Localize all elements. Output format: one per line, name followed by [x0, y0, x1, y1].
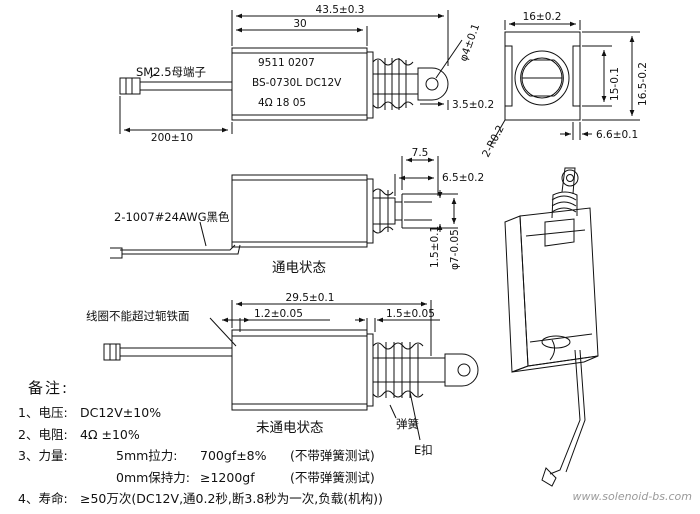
isometric-view [504, 167, 599, 487]
deenergized-view [103, 300, 479, 441]
dim-body-length: 30 [293, 18, 306, 30]
note-pull-name: 5mm拉力: [116, 448, 178, 463]
dim-gap-left: 1.2±0.05 [254, 308, 303, 320]
label-wire: 2-1007#24AWG黑色 [114, 210, 230, 224]
dim-slot: 6.6±0.1 [596, 129, 638, 141]
dim-overall-length: 43.5±0.3 [316, 4, 365, 16]
dim-stroke-top: 7.5 [412, 147, 429, 159]
label-connector: SM2.5母端子 [136, 65, 206, 79]
label-coil-note: 线圈不能超过轭铁面 [86, 309, 190, 323]
spec-notes: 备注: 1、电压: DC12V±10% 2、电阻: 4Ω ±10% 3、力量: 5mm… [18, 378, 538, 510]
dim-height1: 15-0.1 [609, 67, 621, 101]
end-view [489, 20, 640, 147]
label-state-on: 通电状态 [272, 260, 326, 276]
note-resistance-value: 4Ω ±10% [80, 426, 140, 442]
note-life-value: ≥50万次(DC12V,通0.2秒,断3.8秒为一次,负载(机构)) [80, 491, 383, 506]
note-life-label: 4、寿命: [18, 491, 68, 506]
coil-marking: 9511 0207 BS-0730L DC12V 4Ω 18 05 [252, 57, 342, 109]
watermark: www.solenoid-bs.com [572, 490, 692, 503]
top-view [119, 10, 463, 134]
dim-height2: 16.5-0.2 [637, 62, 649, 106]
dim-width: 16±0.2 [523, 11, 562, 23]
dim-plunger-ext: 3.5±0.2 [452, 99, 494, 111]
dim-plunger-hole: φ4±0.1 [458, 22, 483, 63]
note-pull-value: 700gf±8% [200, 448, 267, 463]
dim-plunger-dia: φ7-0.05 [449, 229, 461, 270]
marking-line2: BS-0730L DC12V [252, 77, 342, 89]
note-pull-note: (不带弹簧测试) [290, 448, 375, 463]
marking-line3: 4Ω 18 05 [258, 97, 306, 109]
marking-line1: 9511 0207 [258, 57, 315, 69]
dim-corner-radius: 2-R0.2 [480, 123, 507, 159]
dim-stroke-2: 6.5±0.2 [442, 172, 484, 184]
dim-lead-length: 200±10 [151, 132, 193, 144]
note-resistance-label: 2、电阻: [18, 426, 68, 442]
note-hold-value: ≥1200gf [200, 469, 255, 485]
dimension-labels: 43.5±0.3 30 φ4±0.1 3.5±0.2 16±0.2 15-0.1… [151, 4, 649, 320]
note-force-label: 3、力量: [18, 448, 68, 463]
label-eclip: E扣 [414, 443, 433, 457]
dim-len-29: 29.5±0.1 [286, 292, 335, 304]
dim-1-5: 1.5±0.1 [429, 226, 441, 268]
note-voltage-value: DC12V±10% [80, 405, 162, 420]
energized-view [110, 156, 458, 259]
part-labels: SM2.5母端子 2-1007#24AWG黑色 通电状态 线圈不能超过轭铁面 未… [86, 65, 433, 457]
note-hold-note: (不带弹簧测试) [290, 469, 375, 485]
label-state-off: 未通电状态 [256, 420, 324, 436]
label-spring: 弹簧 [396, 417, 419, 431]
note-hold-name: 0mm保持力: [116, 469, 191, 485]
notes-title: 备注: [28, 379, 70, 397]
note-voltage-label: 1、电压: [18, 405, 68, 420]
dim-gap-right: 1.5±0.05 [386, 308, 435, 320]
